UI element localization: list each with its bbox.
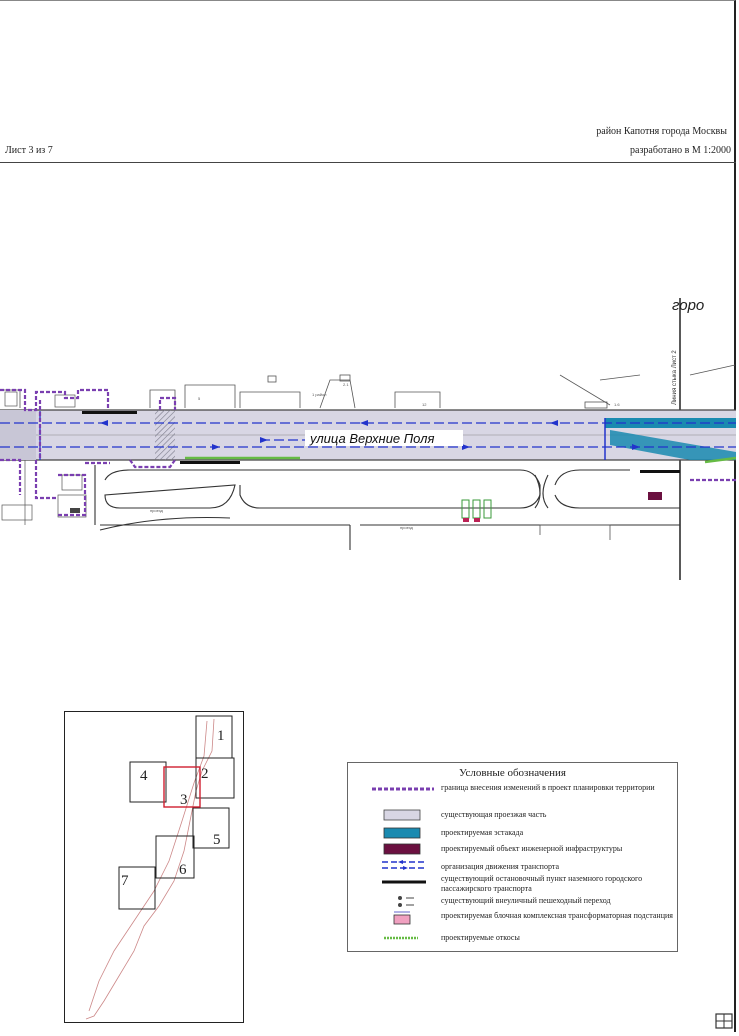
sheet-7-frame <box>118 866 156 910</box>
svg-text:12: 12 <box>422 402 427 407</box>
projected-slope-2 <box>704 456 736 464</box>
scale-note: разработано в М 1:2000 <box>630 145 731 156</box>
svg-text:2.1: 2.1 <box>343 382 349 387</box>
svg-text:5: 5 <box>198 396 201 401</box>
sheet-5-number: 5 <box>213 832 221 848</box>
blue-arrows-icon <box>382 860 426 870</box>
projected-overpass <box>605 418 736 428</box>
key-map-frame <box>64 711 244 1023</box>
purple-dashed-boundary-icon <box>372 787 434 791</box>
grey-rectangle-icon <box>383 809 421 821</box>
legend-label-pedestrian: существующий внеуличный пешеходный перех… <box>441 896 611 905</box>
legend-label-substation: проектируемая блочная комплексная трансф… <box>441 911 673 920</box>
sheet-3-number: 3 <box>180 792 188 808</box>
pedestrian-structures <box>461 499 492 519</box>
sheet-4-frame <box>129 761 167 803</box>
header-divider <box>0 162 736 163</box>
corner-stamp-icon <box>715 1013 733 1029</box>
pink-rectangle-icon <box>393 911 411 925</box>
district-label: горо <box>672 297 704 314</box>
main-map: горо Линия стыка Лист 2 1 район 2.1 5 12… <box>0 297 736 580</box>
legend-label-overpass: проектируемая эстакада <box>441 828 524 837</box>
sheet-6-frame <box>155 835 195 879</box>
legend-label-boundary: граница внесения изменений в проект план… <box>441 783 655 792</box>
south-road-labels: проезд проезд <box>150 508 413 530</box>
north-building-numbers: 1 район 2.1 5 12 1.6 <box>198 382 620 407</box>
south-side-roads <box>94 465 680 550</box>
north-buildings <box>0 364 736 409</box>
legend-label-bus-stop: существующий остановочный пункт наземног… <box>441 874 643 893</box>
hatched-structure <box>155 410 175 460</box>
key-map: 1 2 3 4 5 6 7 <box>64 711 244 1023</box>
sheet-number: Лист 3 из 7 <box>5 145 53 156</box>
projected-infrastructure <box>648 492 662 500</box>
svg-text:1.6: 1.6 <box>614 402 620 407</box>
sheet-7-number: 7 <box>121 873 129 889</box>
traffic-arrows <box>100 420 640 450</box>
bus-stop-south <box>180 461 240 464</box>
street-label-background <box>305 430 463 446</box>
legend: Условные обозначения граница внесения из… <box>347 762 678 952</box>
green-slope-icon <box>384 936 418 940</box>
sheet-1-number: 1 <box>217 728 225 744</box>
legend-item-overpass: проектируемая эстакада <box>348 824 677 844</box>
change-boundary <box>0 388 736 517</box>
substation-marker-2 <box>474 518 480 522</box>
legend-label-traffic: организация движения транспорта <box>441 862 559 871</box>
svg-text:1 район: 1 район <box>312 392 326 397</box>
west-building-fill <box>70 508 80 513</box>
sheet-2-frame <box>195 757 235 799</box>
legend-title: Условные обозначения <box>459 767 566 779</box>
svg-text:проезд: проезд <box>150 508 163 513</box>
projected-overpass-ramp <box>610 430 736 460</box>
bus-stop-east <box>640 470 680 473</box>
district-title: район Капотня города Москвы <box>596 126 727 137</box>
maroon-rectangle-icon <box>383 843 421 855</box>
legend-item-slopes: проектируемые откосы <box>348 931 677 951</box>
sheet-numbers: 1 2 3 4 5 6 7 <box>121 728 225 889</box>
legend-item-carriageway: существующая проезжая часть <box>348 806 677 826</box>
sheet-6-number: 6 <box>179 862 187 878</box>
substation-marker-1 <box>463 518 469 522</box>
territory-boundary-inner <box>88 720 208 1012</box>
territory-boundary <box>85 718 215 1020</box>
intersection-west <box>0 410 36 460</box>
street-label: улица Верхние Поля <box>309 431 434 446</box>
match-label: Линия стыка Лист 2 <box>672 350 678 405</box>
sheet-4-number: 4 <box>140 768 148 784</box>
legend-label-slopes: проектируемые откосы <box>441 933 520 942</box>
south-east-building <box>539 524 611 540</box>
legend-item-pedestrian: существующий внеуличный пешеходный перех… <box>348 892 677 912</box>
legend-item-substation: проектируемая блочная комплексная трансф… <box>348 909 677 929</box>
sheet-5-frame <box>192 807 230 849</box>
legend-item-infrastructure: проектируемый объект инженерной инфрастр… <box>348 840 677 860</box>
legend-item-bus-stop: существующий остановочный пункт наземног… <box>348 871 677 893</box>
legend-item-boundary: граница внесения изменений в проект план… <box>348 783 677 803</box>
legend-label-infrastructure: проектируемый объект инженерной инфрастр… <box>441 844 623 853</box>
sheet-3-frame-current <box>163 766 201 808</box>
teal-rectangle-icon <box>383 827 421 839</box>
sheet-2-number: 2 <box>201 766 209 782</box>
black-line-icon <box>382 880 426 884</box>
pedestrian-crossing-icon <box>398 896 414 907</box>
svg-text:проезд: проезд <box>400 525 413 530</box>
legend-label-carriageway: существующая проезжая часть <box>441 810 547 819</box>
legend-item-traffic: организация движения транспорта <box>348 857 677 877</box>
sheet-grid <box>118 715 235 910</box>
bus-stop-north <box>82 411 137 414</box>
